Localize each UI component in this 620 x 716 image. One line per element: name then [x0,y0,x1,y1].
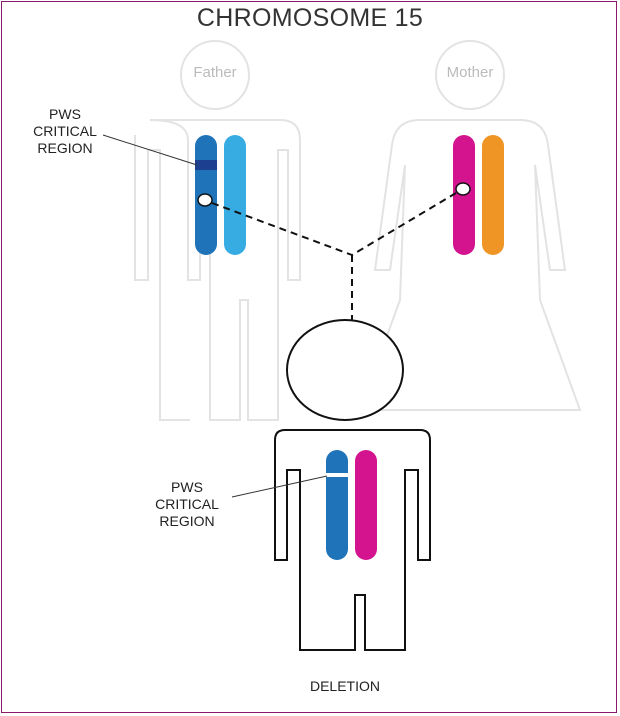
father-region-label-line2: CRITICAL [20,123,110,140]
father-centromere [198,194,212,206]
child-region-label-line3: REGION [142,513,232,530]
child-chromosome-blue [326,450,348,560]
father-region-pointer [103,135,197,165]
mother-chromosome-orange [482,135,504,255]
child-body-outline [275,430,430,650]
mother-label: Mother [432,64,508,81]
child-chromosome-magenta [355,450,377,560]
father-region-label-line1: PWS [20,106,110,123]
child-head [287,320,403,420]
father-chromosome-light [224,135,246,255]
child-deletion-gap [326,473,348,477]
child-region-pointer [232,476,327,497]
father-figure [135,41,300,420]
child-figure [275,320,430,650]
deletion-caption: DELETION [290,678,400,695]
father-region-label-line3: REGION [20,140,110,157]
mother-centromere [456,183,470,195]
father-label: Father [177,64,253,81]
child-region-label: PWS CRITICAL REGION [142,479,232,530]
father-critical-region-band [195,160,217,170]
child-region-label-line1: PWS [142,479,232,496]
father-region-label: PWS CRITICAL REGION [20,106,110,157]
child-region-label-line2: CRITICAL [142,496,232,513]
